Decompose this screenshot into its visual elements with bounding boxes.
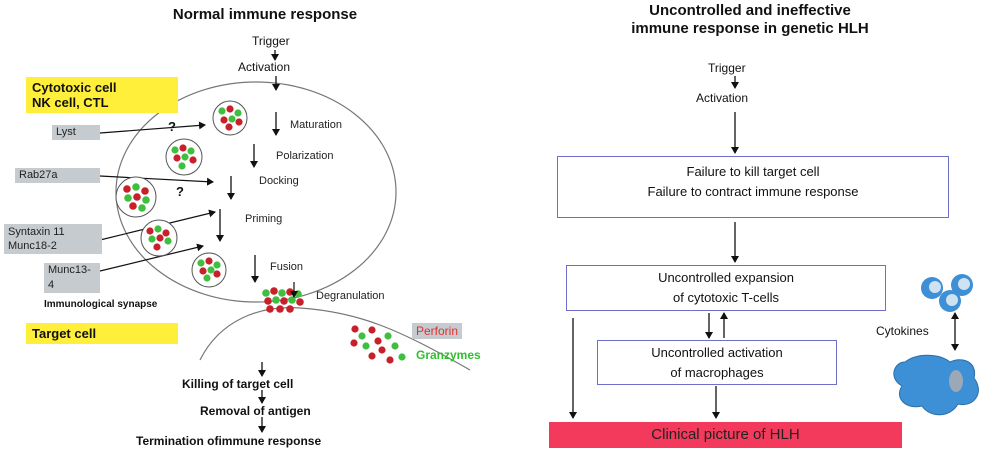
perforin-label: Perforin <box>412 323 463 339</box>
left-trigger-label: Trigger <box>252 34 290 48</box>
immunological-synapse-label: Immunological synapse <box>44 299 158 310</box>
right-panel-title: Uncontrolled and ineffective immune resp… <box>560 2 940 38</box>
cytotoxic-cell-membrane <box>115 81 397 303</box>
outcome-removal: Removal of antigen <box>200 404 311 418</box>
protein-munc13-4: Munc13-4 <box>44 263 100 293</box>
target-cell-box: Target cell <box>26 323 178 344</box>
step-docking: Docking <box>259 175 299 187</box>
protein-lyst: Lyst <box>52 125 100 140</box>
step-polarization: Polarization <box>276 150 334 162</box>
lyst-pointer <box>99 121 206 134</box>
protein-munc18-2-label: Munc18-2 <box>8 240 57 252</box>
granule-vesicle-fusion <box>191 252 227 288</box>
right-title-line1: Uncontrolled and ineffective <box>649 2 851 19</box>
left-activation-label: Activation <box>238 60 291 74</box>
granule-vesicle-docking <box>115 176 157 218</box>
macrophages-box: Uncontrolled activation of macrophages <box>597 340 837 385</box>
cytotoxic-cell-label: Cytotoxic cell <box>32 80 117 95</box>
granule-vesicle-polarization <box>165 138 203 176</box>
expansion-box: Uncontrolled expansion of cytotoxic T-ce… <box>566 265 886 311</box>
outcome-termination: Termination ofimmune response <box>136 434 322 448</box>
granule-vesicle-maturation <box>212 100 248 136</box>
macrophages-line1: Uncontrolled activation <box>651 345 783 360</box>
step-maturation: Maturation <box>290 119 342 131</box>
failure-box: Failure to kill target cell Failure to c… <box>557 156 949 218</box>
failure-kill-label: Failure to kill target cell <box>686 164 820 179</box>
failure-contract-label: Failure to contract immune response <box>647 184 859 199</box>
right-trigger-label: Trigger <box>708 61 746 75</box>
right-title-line2: immune response in genetic HLH <box>631 20 869 37</box>
expansion-line1: Uncontrolled expansion <box>658 270 794 285</box>
protein-syntaxin11-label: Syntaxin 11 <box>8 226 65 238</box>
rab27a-pointer <box>99 175 214 186</box>
step-priming: Priming <box>245 213 283 225</box>
step-degranulation: Degranulation <box>316 290 385 302</box>
granzymes-label: Granzymes <box>416 348 481 362</box>
step-fusion: Fusion <box>270 261 304 273</box>
protein-rab27a: Rab27a <box>15 168 100 183</box>
left-panel-title: Normal immune response <box>172 6 358 23</box>
cytokines-label: Cytokines <box>876 324 929 338</box>
outcome-killing: Killing of target cell <box>182 377 294 391</box>
expansion-line2: of cytotoxic T-cells <box>673 290 779 305</box>
degranulation-granules <box>262 287 304 313</box>
granule-vesicle-priming <box>140 219 178 257</box>
right-activation-label: Activation <box>696 91 749 105</box>
cytotoxic-cell-box: Cytotoxic cell NK cell, CTL <box>26 77 178 113</box>
target-cell-membrane <box>199 307 471 371</box>
t-cell-lymphocytes <box>921 274 973 312</box>
macrophages-line2: of macrophages <box>670 365 764 380</box>
munc13-pointer <box>99 243 204 272</box>
macrophage-cell <box>893 354 979 416</box>
unknown-mark-lyst: ? <box>168 119 176 134</box>
unknown-mark-docking: ? <box>176 184 184 199</box>
released-granules <box>350 325 406 364</box>
clinical-picture-bar: Clinical picture of HLH <box>549 422 902 448</box>
protein-syntaxin11-munc18-2: Syntaxin 11 Munc18-2 <box>4 224 102 254</box>
cytotoxic-cell-subtype-label: NK cell, CTL <box>32 95 109 110</box>
